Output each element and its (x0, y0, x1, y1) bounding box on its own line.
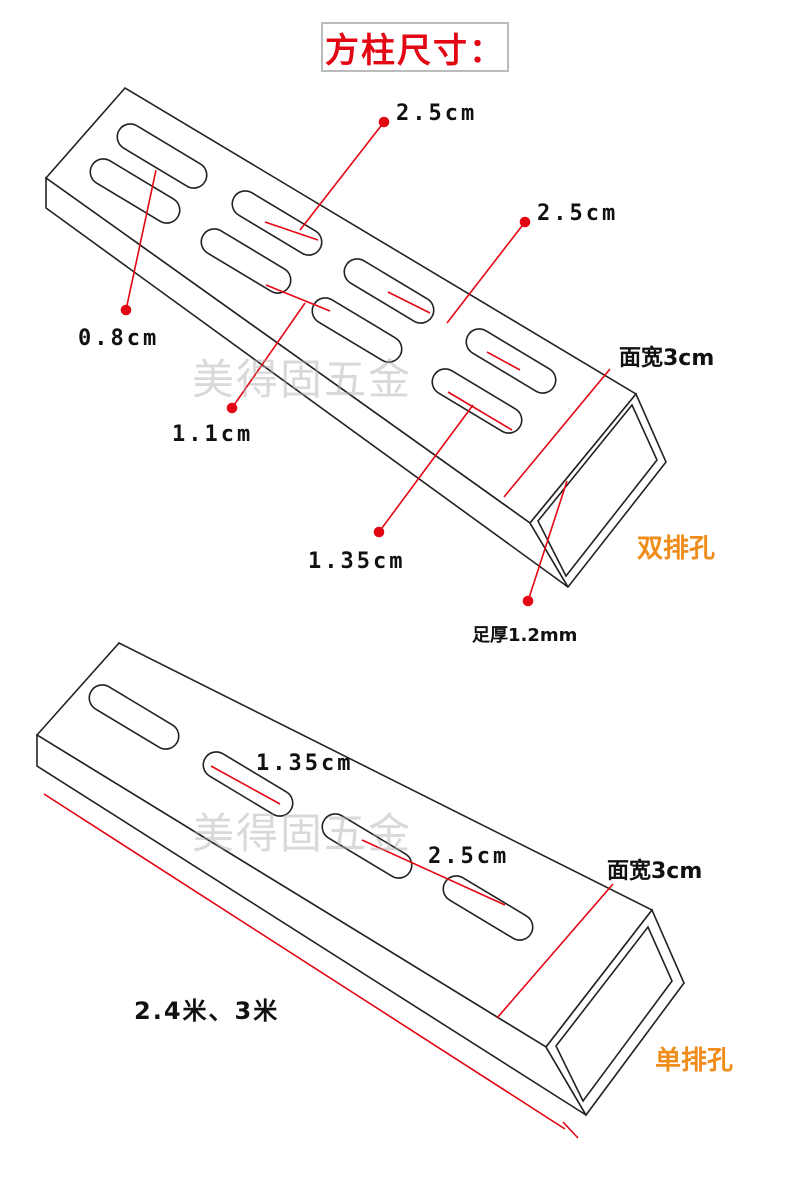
bottom-beam-slots (88, 684, 534, 941)
bottom-beam (35, 642, 685, 1117)
slot (231, 190, 323, 256)
page-title: 方柱尺寸： (325, 30, 505, 71)
hole-type-double: 双排孔 (637, 534, 716, 564)
slot (321, 813, 413, 879)
bottom-beam-dimensions (43, 765, 614, 1139)
leader-dot (120, 304, 132, 316)
leader-dot (373, 526, 385, 538)
watermark: 美得固五金 (192, 809, 413, 858)
label-slot-length-bottom: 1.35cm (256, 751, 354, 776)
leader-dot (522, 595, 534, 607)
label-row-spacing: 1.1cm (172, 422, 254, 447)
slot (200, 228, 292, 294)
top-beam-dimensions (120, 116, 611, 607)
top-beam-slots (89, 123, 557, 434)
slot (343, 258, 435, 324)
leader-dot (226, 402, 238, 414)
label-slot-gap-right: 2.5cm (537, 201, 619, 226)
label-slot-width: 0.8cm (78, 326, 160, 351)
hole-type-single: 单排孔 (655, 1046, 734, 1076)
label-slot-length: 1.35cm (308, 549, 406, 574)
watermark: 美得固五金 (192, 355, 413, 404)
label-face-width: 面宽3cm (619, 346, 715, 371)
leader-dot (519, 216, 531, 228)
bottom-beam-end-inner (555, 925, 673, 1103)
label-thickness: 足厚1.2mm (472, 625, 578, 646)
label-slot-gap-top: 2.5cm (396, 101, 478, 126)
slot (116, 123, 208, 189)
slot (431, 368, 523, 434)
slot (465, 328, 557, 394)
slot (88, 684, 180, 750)
top-beam (44, 86, 667, 589)
label-length: 2.4米、3米 (134, 997, 280, 1025)
top-beam-end-inner (537, 403, 658, 578)
label-slot-gap-bottom: 2.5cm (428, 844, 510, 869)
title-box: 方柱尺寸： (321, 22, 509, 72)
slot (202, 751, 294, 817)
slot (89, 158, 181, 224)
label-face-width-bottom: 面宽3cm (607, 859, 703, 884)
slot (442, 875, 534, 941)
leader-dot (378, 116, 390, 128)
